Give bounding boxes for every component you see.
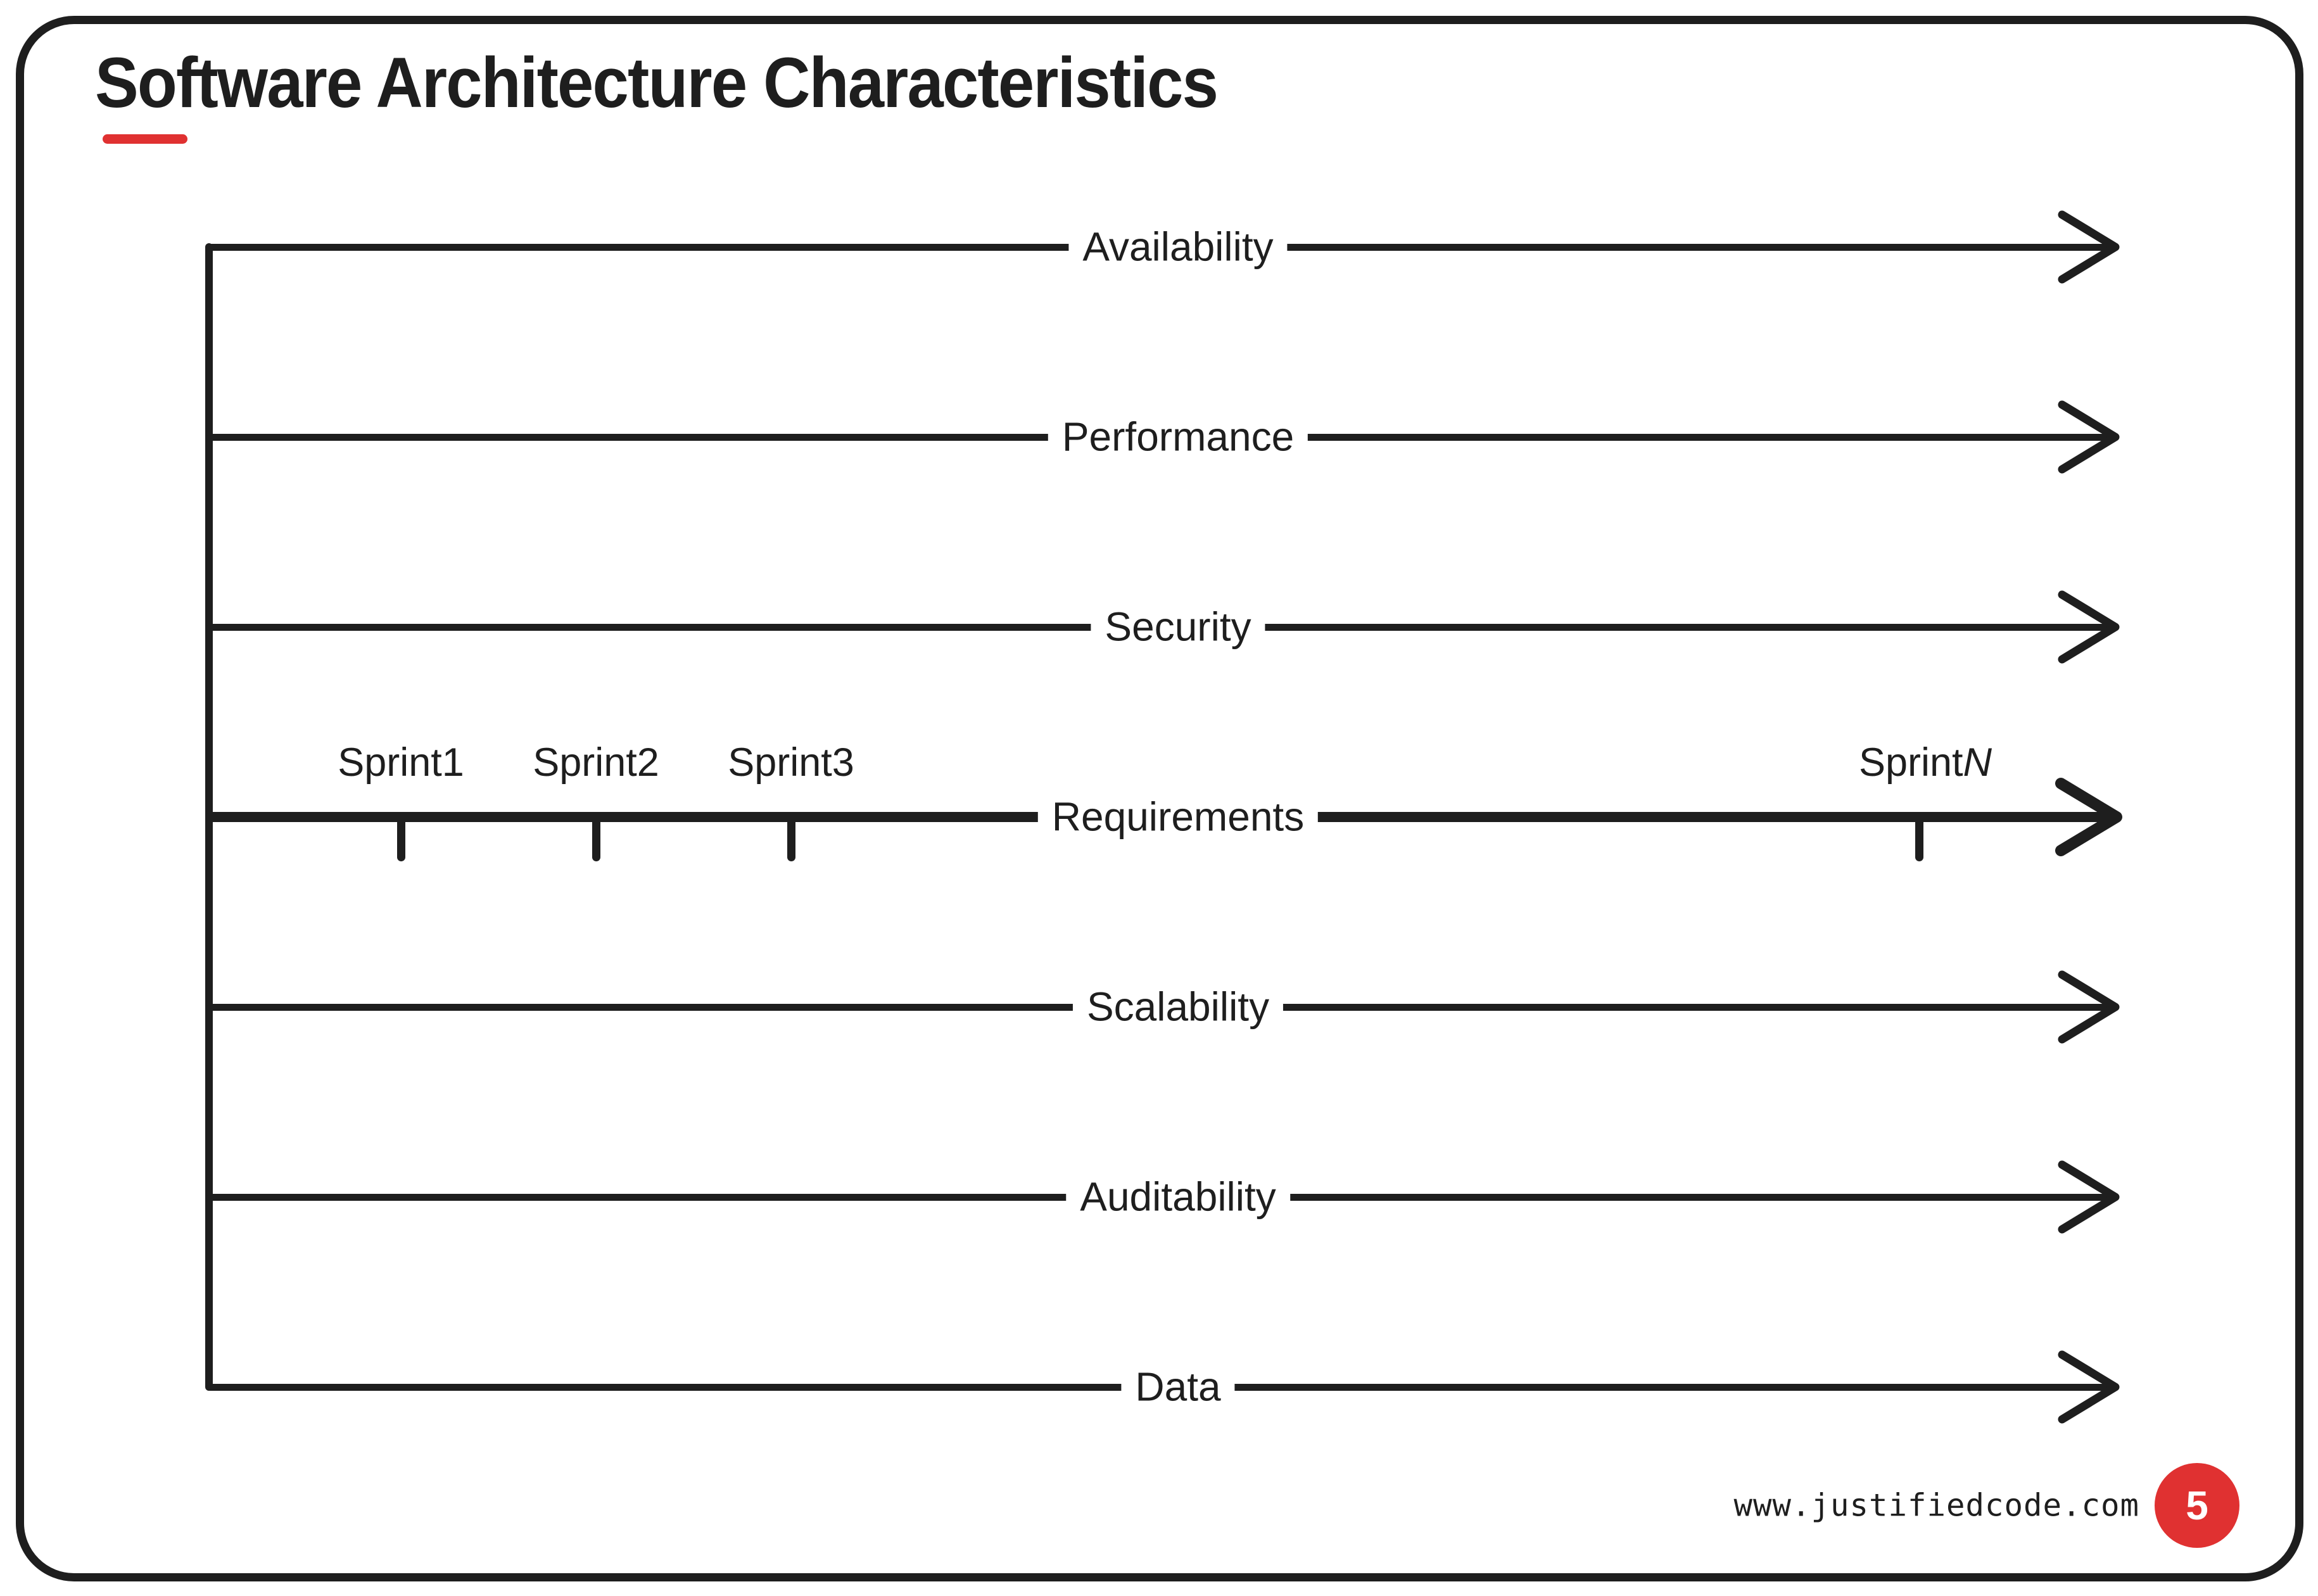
data-label: Data bbox=[1121, 1362, 1235, 1412]
performance-label: Performance bbox=[1048, 412, 1308, 462]
page-number-badge: 5 bbox=[2155, 1463, 2239, 1548]
title-underline-accent bbox=[103, 134, 187, 144]
arrow-head-icon bbox=[2058, 1160, 2120, 1234]
arrow-head-icon bbox=[2058, 1350, 2120, 1424]
arrow-head-icon bbox=[2058, 590, 2120, 664]
sprint3-label: Sprint3 bbox=[728, 740, 854, 785]
arrow-head-icon bbox=[2058, 970, 2120, 1044]
arrow-head-icon bbox=[2055, 778, 2122, 856]
sprint2-tick-mark bbox=[592, 813, 600, 861]
arrow-head-icon bbox=[2058, 210, 2120, 284]
availability-label: Availability bbox=[1068, 222, 1288, 272]
sprint1-label: Sprint1 bbox=[338, 740, 464, 785]
sprint2-label: Sprint2 bbox=[533, 740, 659, 785]
page-title: Software Architecture Characteristics bbox=[95, 43, 1219, 122]
sprint1-tick-mark bbox=[397, 813, 405, 861]
website-url: www.justifiedcode.com bbox=[1733, 1487, 2139, 1524]
page-number: 5 bbox=[2186, 1483, 2208, 1528]
sprint3-tick-mark bbox=[787, 813, 795, 861]
requirements-label: Requirements bbox=[1037, 792, 1319, 842]
sprintN-label: SprintN bbox=[1858, 740, 1992, 785]
arrow-head-icon bbox=[2058, 400, 2120, 474]
scalability-label: Scalability bbox=[1072, 982, 1284, 1032]
sprintN-tick-mark bbox=[1915, 813, 1923, 861]
auditability-label: Auditability bbox=[1066, 1172, 1290, 1222]
slide-border-frame bbox=[16, 16, 2303, 1581]
security-label: Security bbox=[1091, 602, 1265, 652]
